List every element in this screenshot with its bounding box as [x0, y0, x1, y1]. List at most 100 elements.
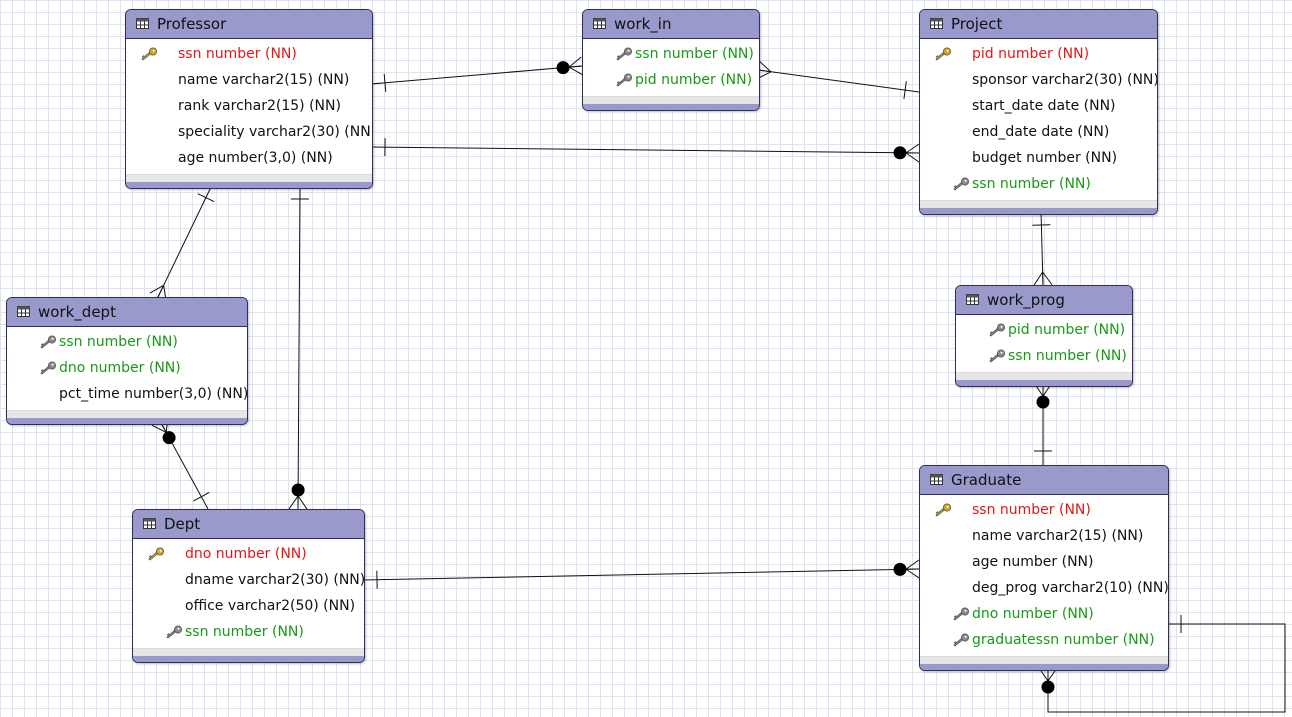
entity-title: work_dept — [38, 303, 116, 321]
optional-circle — [556, 61, 570, 75]
attribute-row[interactable]: dno number (NN) — [920, 601, 1168, 627]
attribute-row[interactable]: ssn number (NN) — [920, 497, 1168, 523]
attribute-row[interactable]: dname varchar2(30) (NN) — [133, 567, 364, 593]
entity-footer — [956, 372, 1132, 380]
attribute-text: rank varchar2(15) (NN) — [178, 98, 341, 114]
entity-footer — [920, 656, 1168, 664]
attribute-row[interactable]: age number(3,0) (NN) — [126, 145, 372, 171]
table-icon — [143, 510, 156, 538]
attribute-row[interactable]: ssn number (NN) — [126, 41, 372, 67]
crows-foot-prong — [758, 60, 772, 73]
attribute-row[interactable]: rank varchar2(15) (NN) — [126, 93, 372, 119]
attribute-row[interactable]: sponsor varchar2(30) (NN) — [920, 67, 1157, 93]
table-icon — [930, 466, 943, 494]
one-cardinality-bar — [197, 193, 215, 202]
attribute-text: pid number (NN) — [972, 46, 1090, 62]
crows-foot-prong — [905, 559, 920, 570]
optional-circle — [291, 483, 305, 497]
relationship-line — [297, 184, 301, 510]
entity-dept[interactable]: Dept dno number (NN) dname varchar2(30) (N… — [132, 509, 365, 663]
crows-foot-prong — [568, 56, 582, 68]
attribute-row[interactable]: start_date date (NN) — [920, 93, 1157, 119]
entity-bottom-bar — [920, 208, 1157, 214]
attribute-row[interactable]: budget number (NN) — [920, 145, 1157, 171]
attribute-row[interactable]: ssn number (NN) — [583, 41, 759, 67]
attribute-row[interactable]: dno number (NN) — [133, 541, 364, 567]
entity-footer — [583, 96, 759, 104]
attribute-row[interactable]: ssn number (NN) — [7, 329, 247, 355]
attribute-text: ssn number (NN) — [635, 46, 754, 62]
crows-foot-prong — [149, 284, 164, 294]
attribute-row[interactable]: end_date date (NN) — [920, 119, 1157, 145]
attribute-row[interactable]: speciality varchar2(30) (NN) — [126, 119, 372, 145]
attribute-text: speciality varchar2(30) (NN) — [178, 124, 373, 140]
attribute-text: age number(3,0) (NN) — [178, 150, 333, 166]
attribute-row[interactable]: deg_prog varchar2(10) (NN) — [920, 575, 1168, 601]
entity-header[interactable]: Professor — [126, 10, 372, 39]
optional-circle — [162, 431, 176, 445]
relationship-line — [157, 184, 213, 298]
entity-header[interactable]: work_prog — [956, 286, 1132, 315]
crows-foot-prong — [297, 495, 308, 510]
table-icon — [17, 298, 30, 326]
crows-foot-prong — [905, 143, 920, 154]
relationship-line — [757, 69, 920, 93]
attribute-row[interactable]: ssn number (NN) — [133, 619, 364, 645]
entity-title: Project — [951, 15, 1003, 33]
attribute-row[interactable]: office varchar2(50) (NN) — [133, 593, 364, 619]
attribute-text: office varchar2(50) (NN) — [185, 598, 356, 614]
entity-header[interactable]: Dept — [133, 510, 364, 539]
entity-professor[interactable]: Professor ssn number (NN) name varchar2(15… — [125, 9, 373, 189]
attribute-text: dname varchar2(30) (NN) — [185, 572, 365, 588]
optional-circle — [1041, 680, 1055, 694]
entity-header[interactable]: Graduate — [920, 466, 1168, 495]
table-icon — [930, 10, 943, 38]
one-cardinality-bar — [383, 73, 387, 92]
relationship-line — [1047, 623, 1286, 713]
attribute-row[interactable]: dno number (NN) — [7, 355, 247, 381]
attribute-row[interactable]: pct_time number(3,0) (NN) — [7, 381, 247, 407]
attribute-row[interactable]: pid number (NN) — [583, 67, 759, 93]
crows-foot-prong — [905, 152, 920, 163]
crows-foot-prong — [1033, 271, 1044, 286]
attribute-row[interactable]: age number (NN) — [920, 549, 1168, 575]
entity-footer — [126, 174, 372, 182]
attribute-row[interactable]: pid number (NN) — [956, 317, 1132, 343]
entity-bottom-bar — [920, 664, 1168, 670]
crows-foot-prong — [288, 495, 299, 510]
entity-header[interactable]: Project — [920, 10, 1157, 39]
attribute-text: name varchar2(15) (NN) — [972, 528, 1144, 544]
attribute-text: ssn number (NN) — [1008, 348, 1127, 364]
one-cardinality-bar — [903, 81, 907, 100]
attribute-text: dno number (NN) — [185, 546, 307, 562]
entity-project[interactable]: Project pid number (NN) sponsor varchar2(3… — [919, 9, 1158, 215]
relationship-line — [370, 65, 583, 85]
optional-circle — [893, 562, 907, 576]
entity-header[interactable]: work_dept — [7, 298, 247, 327]
attribute-row[interactable]: ssn number (NN) — [920, 171, 1157, 197]
attribute-text: graduatessn number (NN) — [972, 632, 1155, 648]
entity-footer — [133, 648, 364, 656]
attribute-text: age number (NN) — [972, 554, 1094, 570]
entity-header[interactable]: work_in — [583, 10, 759, 39]
table-icon — [966, 286, 979, 314]
attribute-row[interactable]: graduatessn number (NN) — [920, 627, 1168, 653]
attribute-row[interactable]: name varchar2(15) (NN) — [920, 523, 1168, 549]
table-icon — [136, 10, 149, 38]
attribute-row[interactable]: pid number (NN) — [920, 41, 1157, 67]
relationship-line — [370, 146, 920, 154]
attribute-text: name varchar2(15) (NN) — [178, 72, 350, 88]
attribute-text: pct_time number(3,0) (NN) — [59, 386, 248, 402]
entity-title: Professor — [157, 15, 227, 33]
attribute-text: budget number (NN) — [972, 150, 1118, 166]
attribute-row[interactable]: ssn number (NN) — [956, 343, 1132, 369]
optional-circle — [1036, 395, 1050, 409]
attribute-text: start_date date (NN) — [972, 98, 1116, 114]
one-cardinality-bar — [193, 491, 210, 502]
attribute-row[interactable]: name varchar2(15) (NN) — [126, 67, 372, 93]
